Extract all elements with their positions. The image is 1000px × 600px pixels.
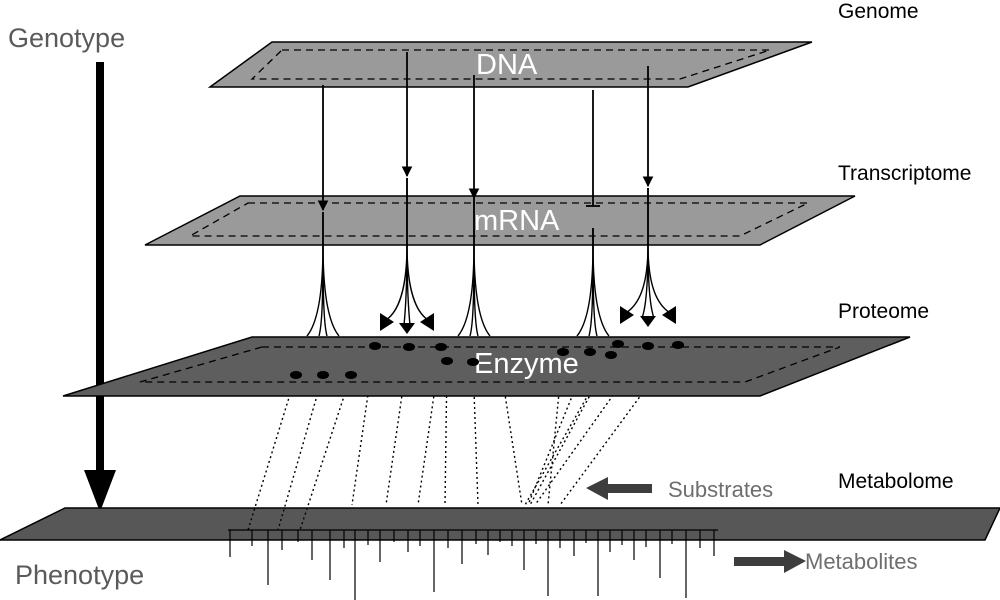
metabolites-label: Metabolites — [805, 549, 918, 574]
metabolome-plane — [0, 507, 1000, 541]
dna-mrna-arrows — [317, 52, 654, 212]
translation-bundles — [306, 178, 671, 337]
transcriptome-label: Transcriptome — [838, 162, 971, 185]
metabolite-spectrum — [228, 529, 718, 600]
metabolome-label: Metabolome — [838, 470, 954, 493]
genotype-label: Genotype — [8, 23, 125, 53]
proteome-label: Proteome — [838, 300, 929, 323]
genome-label: Genome — [838, 0, 919, 23]
substrates-label: Substrates — [668, 477, 773, 502]
substrates-arrow — [586, 477, 652, 500]
phenotype-label: Phenotype — [15, 560, 144, 590]
dna-plane-inner — [250, 49, 771, 80]
mrna-plane-label: mRNA — [474, 205, 560, 237]
enzyme-dots — [290, 340, 684, 379]
metabolites-arrow — [734, 550, 806, 573]
translation-arrowheads — [380, 306, 676, 334]
genotype-phenotype-arrow — [84, 62, 116, 512]
enzyme-plane — [62, 336, 911, 397]
mrna-plane-inner — [187, 202, 809, 237]
dna-plane-label: DNA — [476, 49, 538, 81]
dna-plane — [207, 41, 813, 88]
